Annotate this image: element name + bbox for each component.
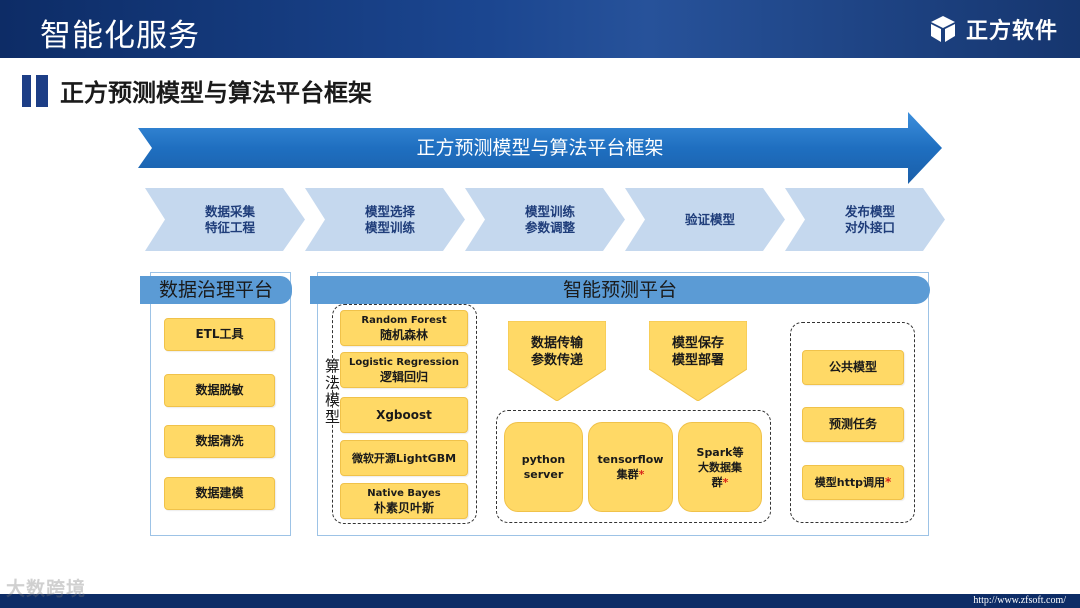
service-label: 公共模型 — [828, 360, 877, 374]
stage-line: 模型选择 — [364, 203, 415, 219]
algorithm-logistic-regression: Logistic Regression 逻辑回归 — [340, 352, 468, 388]
service-prediction-task: 预测任务 — [802, 407, 904, 442]
transfer-line: 数据传输 — [530, 336, 583, 351]
logo-text: 正方软件 — [965, 19, 1058, 44]
stage-chevron: 模型选择模型训练 — [305, 188, 465, 251]
algorithm-random-forest: Random Forest 随机森林 — [340, 310, 468, 346]
stage-line: 特征工程 — [204, 219, 255, 235]
runtime-line: python — [521, 453, 566, 466]
heading-marker — [22, 74, 31, 107]
algorithm-naive-bayes: Native Bayes 朴素贝叶斯 — [340, 483, 468, 519]
section-title: 正方预测模型与算法平台框架 — [60, 79, 372, 107]
service-group — [790, 322, 915, 523]
note-marker: * — [884, 475, 892, 489]
company-logo: 正方软件 — [928, 12, 1058, 46]
stage-line: 参数调整 — [524, 219, 575, 235]
algorithm-name-zh: 随机森林 — [379, 328, 428, 342]
header-title: 智能化服务 — [40, 18, 200, 54]
note-marker: * — [638, 468, 645, 481]
algorithm-lightgbm: 微软开源LightGBM — [340, 440, 468, 476]
service-public-model: 公共模型 — [802, 350, 904, 385]
runtime-group — [496, 410, 771, 523]
stage-line: 数据采集 — [204, 203, 255, 219]
service-http-call: 模型http调用* — [802, 465, 904, 500]
banner-arrow — [138, 112, 942, 184]
watermark: 大数跨境 — [6, 578, 87, 600]
algorithm-name-zh: 逻辑回归 — [379, 370, 428, 384]
stage-line: 模型训练 — [364, 219, 415, 235]
banner-label: 正方预测模型与算法平台框架 — [416, 137, 664, 159]
transfer-line: 参数传递 — [530, 353, 583, 368]
stage-line: 对外接口 — [844, 219, 895, 235]
governance-title: 数据治理平台 — [140, 276, 292, 304]
stage-chevron: 数据采集特征工程 — [145, 188, 305, 251]
stage-chevron: 模型训练参数调整 — [465, 188, 625, 251]
algorithm-name: Native Bayes — [367, 488, 441, 499]
footer-url: http://www.zfsoft.com/ — [973, 595, 1066, 606]
process-stages: 数据采集特征工程 模型选择模型训练 模型训练参数调整 验证模型 发布模型对外接口 — [145, 188, 945, 251]
deploy-line: 模型保存 — [671, 336, 724, 351]
runtime-line: 大数据集 — [698, 460, 742, 474]
stage-chevron: 发布模型对外接口 — [785, 188, 945, 251]
transfer-arrow: 数据传输 参数传递 — [508, 321, 606, 401]
service-label: 预测任务 — [828, 417, 877, 431]
runtime-line: 群 — [711, 475, 723, 489]
algorithm-name: Xgboost — [376, 407, 432, 422]
stage-line: 发布模型 — [844, 203, 895, 219]
stage-line: 验证模型 — [684, 211, 735, 227]
deploy-line: 模型部署 — [671, 353, 724, 368]
governance-item: 数据建模 — [164, 477, 275, 510]
runtime-line: 集群 — [616, 468, 639, 481]
note-marker: * — [722, 475, 729, 489]
algorithm-name-zh: 朴素贝叶斯 — [373, 501, 434, 515]
stage-line: 模型训练 — [524, 203, 575, 219]
cube-logo-icon — [930, 16, 955, 42]
deploy-arrow: 模型保存 模型部署 — [649, 321, 747, 401]
section-heading: 正方预测模型与算法平台框架 — [22, 73, 372, 108]
governance-item: 数据清洗 — [164, 425, 275, 458]
algorithm-name: Random Forest — [361, 315, 447, 326]
service-label: 模型http调用 — [814, 476, 885, 489]
runtime-line: Spark等 — [696, 445, 744, 459]
runtime-line: tensorflow — [597, 453, 664, 466]
governance-item: ETL工具 — [164, 318, 275, 351]
algorithm-xgboost: Xgboost — [340, 397, 468, 433]
header-bar: 智能化服务 正方软件 — [0, 0, 1080, 58]
prediction-title: 智能预测平台 — [310, 276, 930, 304]
algorithm-name: 微软开源LightGBM — [351, 451, 457, 465]
runtime-spark: Spark等 大数据集 群* — [678, 422, 762, 512]
algorithm-name: Logistic Regression — [348, 357, 460, 368]
heading-marker — [36, 74, 48, 107]
runtime-tensorflow: tensorflow 集群* — [588, 422, 673, 512]
algorithm-label: 算法模型 — [325, 357, 341, 426]
footer-bar — [0, 594, 1080, 608]
stage-chevron: 验证模型 — [625, 188, 785, 251]
runtime-python: python server — [504, 422, 583, 512]
runtime-line: server — [523, 468, 564, 481]
algorithm-group — [332, 304, 477, 524]
governance-item: 数据脱敏 — [164, 374, 275, 407]
